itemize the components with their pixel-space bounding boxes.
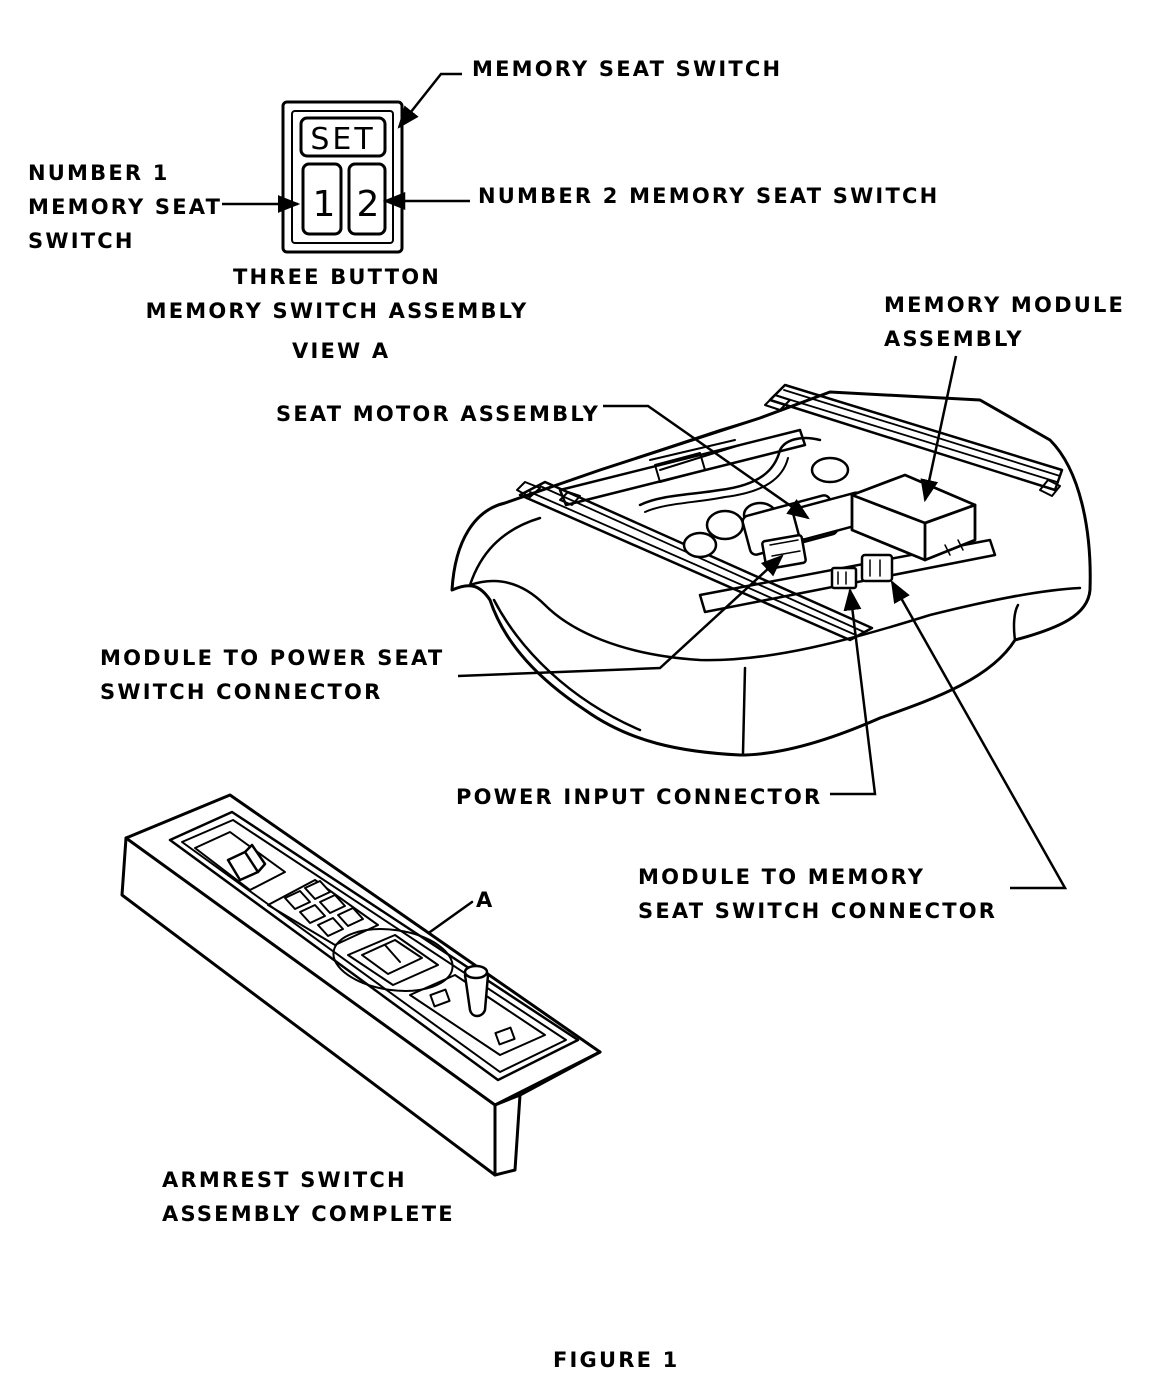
power-seat-switch-bay — [267, 879, 379, 946]
set-button-label: SET — [310, 122, 375, 157]
label-line: MEMORY MODULE — [884, 293, 1126, 317]
armrest-assembly — [120, 793, 602, 1177]
label-module-power-seat-connector: MODULE TO POWER SEAT SWITCH CONNECTOR — [100, 641, 444, 709]
memory-switch-bay — [347, 934, 439, 986]
callout-circle-a — [332, 928, 454, 992]
label-line: SEAT MOTOR ASSEMBLY — [276, 402, 601, 426]
memory-seat-switch-connector — [860, 553, 894, 583]
leader-module-memory-seat — [890, 580, 1068, 890]
label-number1-memory-seat-switch: NUMBER 1 MEMORY SEAT SWITCH — [28, 156, 222, 258]
leader-memory-module — [920, 355, 958, 503]
leader-seat-motor — [603, 404, 810, 520]
leader-memory-seat-switch — [397, 72, 462, 129]
switch-bezel-outer — [281, 100, 404, 254]
mirror-button-2 — [494, 1026, 516, 1046]
switch-bezel — [168, 810, 580, 1082]
seat-cushion — [450, 390, 1092, 757]
label-memory-seat-switch: MEMORY SEAT SWITCH — [472, 52, 782, 86]
front-crossbar — [698, 538, 997, 614]
power-input-connector — [830, 566, 858, 590]
motor-4 — [810, 456, 850, 484]
button-1-label: 1 — [313, 184, 336, 225]
wiring-harness — [638, 436, 822, 507]
right-seat-track — [768, 383, 1064, 492]
frame-bracket-right — [764, 394, 1061, 497]
label-line: FIGURE 1 — [553, 1348, 680, 1372]
view-a-leaders — [222, 72, 470, 213]
label-line: MEMORY SWITCH ASSEMBLY — [145, 299, 529, 323]
memory-switch-view-a: SET 1 2 — [281, 100, 404, 254]
label-line: MODULE TO POWER SEAT — [100, 646, 445, 670]
label-callout-a: A — [476, 883, 494, 917]
cushion-seam-left — [741, 666, 747, 755]
set-button — [299, 116, 387, 158]
motor-2 — [682, 531, 718, 559]
label-view-a: VIEW A — [292, 334, 390, 368]
label-line: THREE BUTTON — [232, 265, 442, 289]
memory-module-box — [850, 473, 977, 562]
label-line: ASSEMBLY COMPLETE — [162, 1202, 455, 1226]
motor-1 — [705, 509, 745, 541]
rear-crossbar — [558, 428, 807, 507]
label-number2-memory-seat-switch: NUMBER 2 MEMORY SEAT SWITCH — [478, 179, 939, 213]
label-line: SWITCH — [28, 229, 135, 253]
label-memory-module-assembly: MEMORY MODULE ASSEMBLY — [884, 288, 1125, 356]
seat-pan-panel — [654, 452, 706, 483]
power-seat-switch-connector — [761, 533, 807, 571]
seat-leaders — [457, 355, 1068, 890]
frame-bracket-left — [516, 481, 581, 506]
switch-bezel-inner — [291, 110, 394, 244]
mirror-button-1 — [429, 988, 451, 1008]
button-2-label: 2 — [357, 184, 380, 225]
label-line: NUMBER 1 — [28, 161, 170, 185]
label-line: NUMBER 2 MEMORY SEAT SWITCH — [478, 184, 940, 208]
leader-callout-a — [428, 900, 474, 934]
window-switch-bay — [194, 831, 286, 891]
power-seat-buttons — [284, 880, 364, 937]
label-module-memory-seat-connector: MODULE TO MEMORY SEAT SWITCH CONNECTOR — [638, 860, 997, 928]
label-line: VIEW A — [292, 339, 391, 363]
label-line: SWITCH CONNECTOR — [100, 680, 383, 704]
armrest-front-face — [493, 1093, 522, 1177]
leader-module-power-seat — [457, 554, 784, 678]
wiring-harness-2 — [644, 457, 789, 513]
window-switch — [226, 843, 267, 882]
mirror-joystick-top — [463, 964, 489, 980]
label-line: ASSEMBLY — [884, 327, 1024, 351]
label-armrest-switch-assembly: ARMREST SWITCH ASSEMBLY COMPLETE — [162, 1163, 455, 1231]
label-line: MEMORY SEAT — [28, 195, 223, 219]
mirror-switch-bay — [409, 974, 546, 1056]
label-line: MODULE TO MEMORY — [638, 865, 926, 889]
label-seat-motor-assembly: SEAT MOTOR ASSEMBLY — [276, 397, 600, 431]
label-figure: FIGURE 1 — [553, 1343, 680, 1377]
switch-bezel-inner — [181, 819, 567, 1073]
label-line: MEMORY SEAT SWITCH — [472, 57, 783, 81]
label-view-a-title: THREE BUTTON MEMORY SWITCH ASSEMBLY — [142, 260, 532, 328]
armrest-body — [120, 793, 602, 1177]
memory-switch-buttons — [361, 939, 423, 975]
label-line: SEAT SWITCH CONNECTOR — [638, 899, 998, 923]
label-line: A — [476, 888, 495, 912]
leader-power-input — [830, 587, 877, 796]
seat-assembly — [450, 383, 1092, 757]
button-1 — [301, 162, 343, 236]
seat-pan-line — [599, 417, 761, 471]
cushion-seam-right — [1012, 603, 1020, 642]
label-line: POWER INPUT CONNECTOR — [456, 785, 823, 809]
seat-cushion-rim — [468, 516, 1082, 662]
label-power-input-connector: POWER INPUT CONNECTOR — [456, 780, 822, 814]
left-seat-track-inner — [529, 485, 865, 637]
label-line: ARMREST SWITCH — [162, 1168, 407, 1192]
right-seat-track-inner — [777, 389, 1061, 483]
